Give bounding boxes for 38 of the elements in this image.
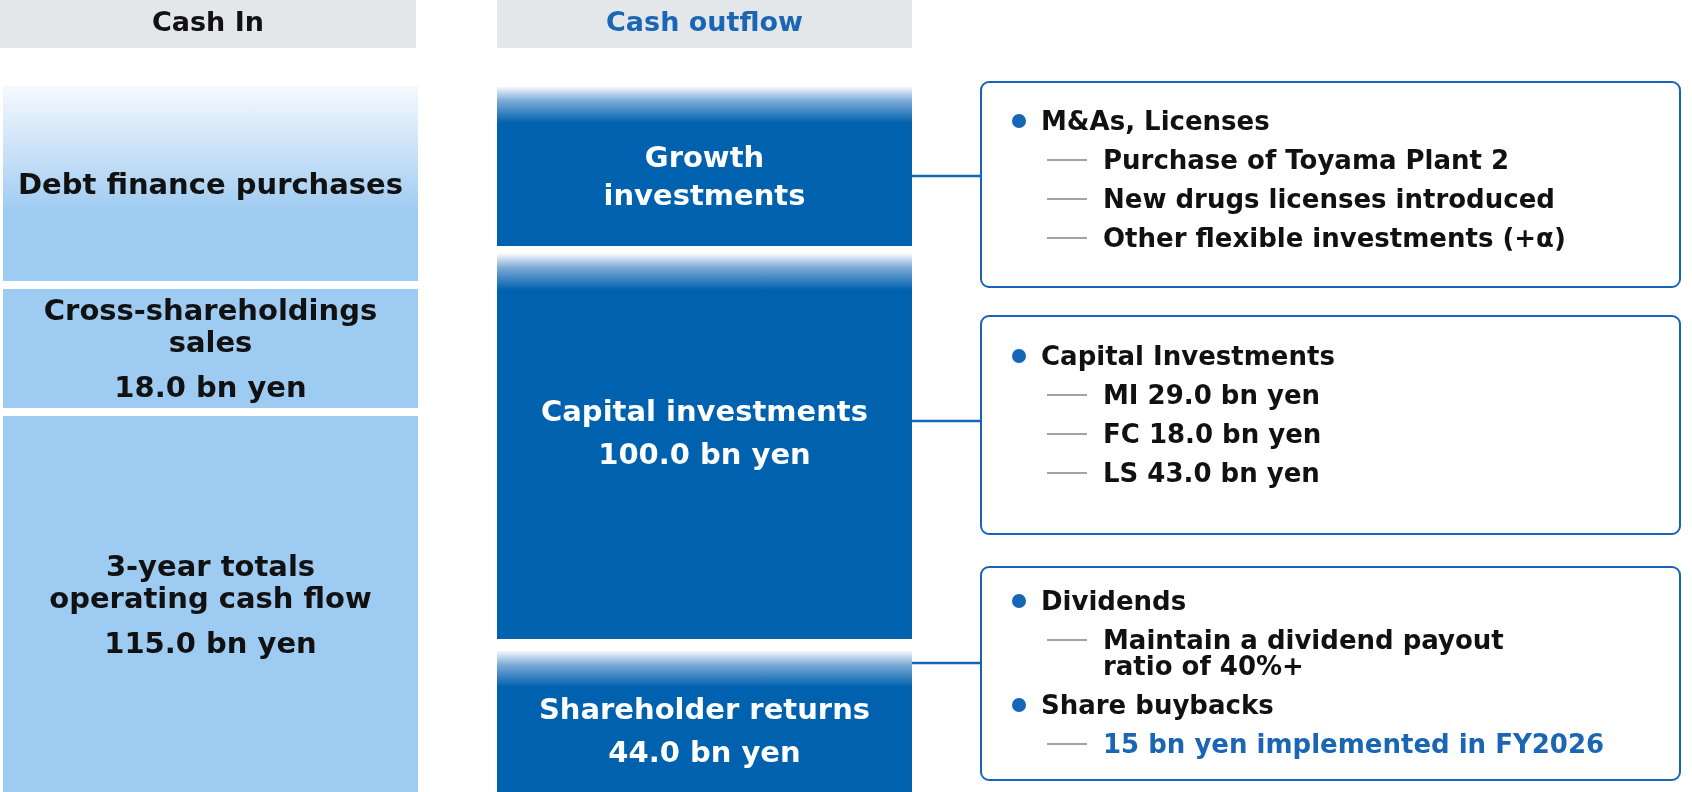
connector-line <box>912 174 980 178</box>
outflow-block <box>497 87 912 246</box>
item-heading: Capital Investments <box>1041 343 1335 369</box>
category-label: Debt finance purchases <box>17 167 404 200</box>
item-text: Other flexible investments (+α) <box>1103 225 1566 251</box>
column-heading: Cash outflow <box>606 6 803 38</box>
item-text: Purchase of Toyama Plant 2 <box>1103 147 1510 173</box>
item-heading: M&As, Licenses <box>1041 108 1270 134</box>
item-heading: Share buybacks <box>1041 692 1274 718</box>
item-text: FC 18.0 bn yen <box>1103 421 1322 447</box>
header-band <box>0 0 416 48</box>
item-heading: Dividends <box>1041 588 1187 614</box>
detail-panel <box>980 566 1681 781</box>
column-heading: Cash In <box>152 6 264 38</box>
category-label: 3-year totals operating cash flow <box>48 549 373 614</box>
connector-line <box>912 419 980 423</box>
detail-panel <box>980 315 1681 535</box>
category-label: Capital investments <box>541 393 868 430</box>
item-text: LS 43.0 bn yen <box>1103 460 1320 486</box>
item-text: 15 bn yen implemented in FY2026 <box>1103 731 1605 757</box>
header-band <box>497 0 912 48</box>
inflow-block <box>3 289 418 408</box>
item-text: New drugs licenses introduced <box>1103 186 1555 212</box>
amount-label: 115.0 bn yen <box>104 626 317 659</box>
item-text: Maintain a dividend payout ratio of 40%+ <box>1103 627 1505 679</box>
category-label: Cross-shareholdings sales <box>42 294 379 358</box>
amount-label: 44.0 bn yen <box>608 734 801 771</box>
inflow-block <box>3 416 418 792</box>
amount-label: 18.0 bn yen <box>114 371 307 403</box>
category-label: Shareholder returns <box>538 691 871 728</box>
inflow-block <box>3 86 418 281</box>
outflow-block <box>497 651 912 792</box>
outflow-block <box>497 254 912 639</box>
category-label: Growth investments <box>602 138 807 214</box>
detail-panel <box>980 81 1681 288</box>
connector-line <box>912 661 980 665</box>
item-text: MI 29.0 bn yen <box>1103 382 1321 408</box>
amount-label: 100.0 bn yen <box>598 436 811 473</box>
